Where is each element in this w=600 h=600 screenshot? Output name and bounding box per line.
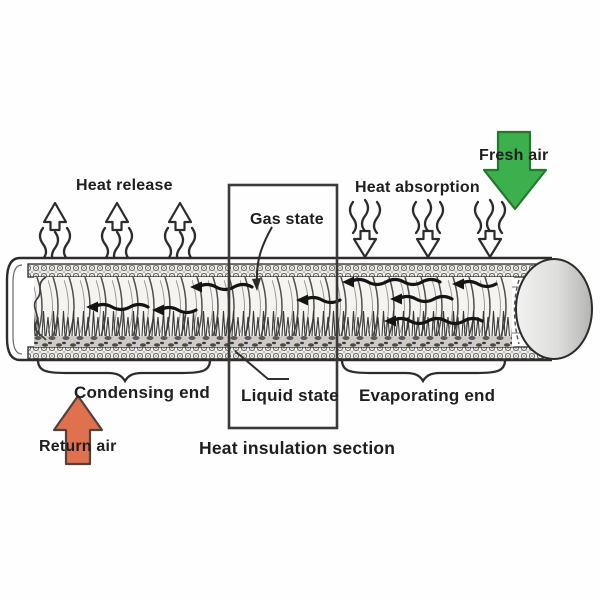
evaporating-end-label: Evaporating end bbox=[359, 386, 496, 405]
heat-absorption-label: Heat absorption bbox=[355, 179, 480, 196]
heat-release-label: Heat release bbox=[76, 177, 173, 194]
vapor-flow-arrow-icon bbox=[86, 276, 498, 327]
heat-insulation-box bbox=[227, 183, 339, 430]
heat-insulation-section-label: Heat insulation section bbox=[199, 438, 396, 458]
heat-wave-up-arrow-icon bbox=[38, 201, 197, 265]
heat-pipe-body bbox=[5, 256, 593, 362]
gas-state-label: Gas state bbox=[250, 211, 324, 228]
fresh-air-arrow-icon bbox=[482, 130, 548, 211]
fresh-air-label: Fresh air bbox=[479, 147, 549, 164]
condensing-end-label: Condensing end bbox=[74, 383, 210, 402]
gas-state-leader-arrow bbox=[252, 226, 273, 291]
condensing-end-brace bbox=[36, 359, 212, 384]
heat-wave-down-arrow-icon bbox=[348, 198, 507, 259]
return-air-arrow-icon bbox=[52, 394, 104, 466]
liquid-state-label: Liquid state bbox=[241, 386, 339, 405]
evaporating-end-brace bbox=[340, 359, 507, 384]
return-air-label: Return air bbox=[39, 438, 117, 455]
liquid-state-leader-line bbox=[234, 350, 289, 380]
